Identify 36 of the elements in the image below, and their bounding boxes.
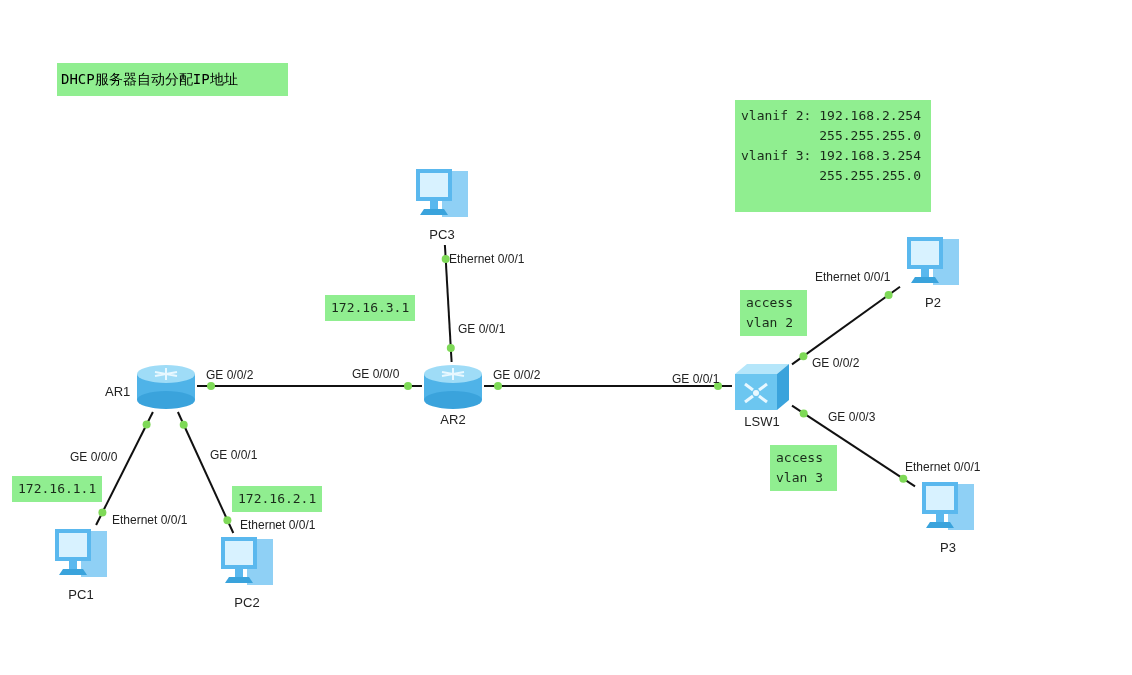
port-label: GE 0/0/0 xyxy=(352,367,400,381)
cable-line xyxy=(443,244,453,363)
port-label: GE 0/0/0 xyxy=(70,450,118,464)
cable-line xyxy=(791,285,901,366)
cable-line xyxy=(176,411,235,534)
title-banner: DHCP服务器自动分配IP地址 xyxy=(57,63,288,96)
device-label: P3 xyxy=(939,540,957,555)
port-label: Ethernet 0/0/1 xyxy=(240,518,316,532)
ip-address-note: 172.16.3.1 xyxy=(325,295,416,321)
port-label: GE 0/0/3 xyxy=(828,410,876,424)
port-label: Ethernet 0/0/1 xyxy=(112,513,188,527)
device-label: PC1 xyxy=(67,587,95,602)
port-label: GE 0/0/2 xyxy=(493,368,541,382)
cable-line xyxy=(95,411,154,526)
port-label: Ethernet 0/0/1 xyxy=(815,270,891,284)
device-label: PC3 xyxy=(428,227,456,242)
port-label: GE 0/0/1 xyxy=(458,322,506,336)
device-label: PC2 xyxy=(233,595,261,610)
port-label: Ethernet 0/0/1 xyxy=(905,460,981,474)
ip-address-note: 172.16.1.1 xyxy=(12,476,103,502)
port-label: GE 0/0/2 xyxy=(206,368,254,382)
device-label: LSW1 xyxy=(743,414,781,429)
cable-line xyxy=(196,385,423,387)
cable-line xyxy=(483,385,733,387)
port-label: Ethernet 0/0/1 xyxy=(449,252,525,266)
port-label: GE 0/0/1 xyxy=(672,372,720,386)
ip-address-note: 172.16.2.1 xyxy=(232,486,323,512)
vlan-note: access vlan 3 xyxy=(770,445,837,491)
port-label: GE 0/0/1 xyxy=(210,448,258,462)
config-line: vlanif 3: 192.168.3.254 255.255.255.0 xyxy=(741,147,922,185)
vlan-note: access vlan 2 xyxy=(740,290,807,336)
device-label: AR2 xyxy=(439,412,467,427)
cable-line xyxy=(791,404,916,488)
device-label: AR1 xyxy=(105,384,131,399)
port-label: GE 0/0/2 xyxy=(812,356,860,370)
device-label: P2 xyxy=(924,295,942,310)
